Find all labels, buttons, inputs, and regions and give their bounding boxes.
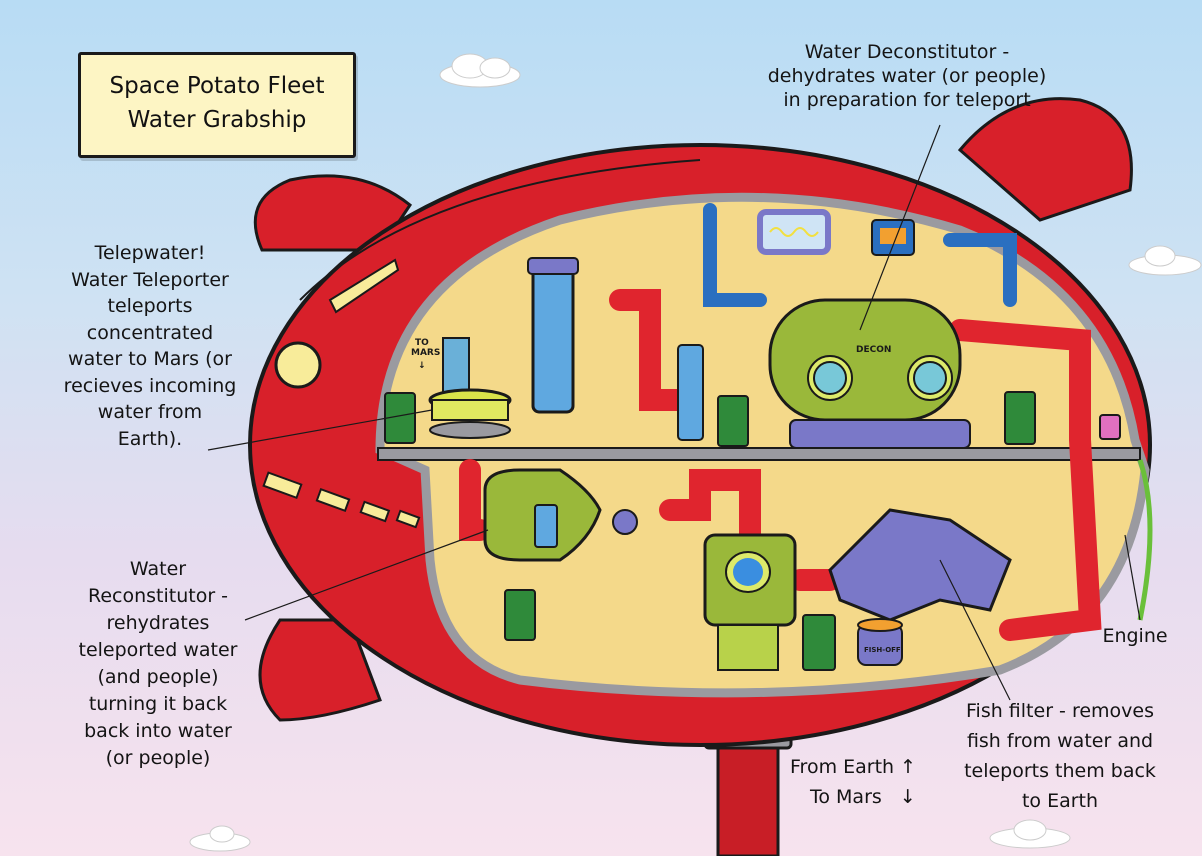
label-teleporter-line: Telepwater! [94,242,206,264]
label-reconstitutor-line: rehydrates [106,612,210,634]
label-reconstitutor-line: Reconstitutor - [87,585,229,607]
label-water-teleporter: Telepwater! Water Teleporter teleports c… [40,240,260,452]
to-mars-sign: TO MARS ↓ [411,338,440,371]
to-mars-sign-line-2: MARS [411,348,440,358]
label-reconstitutor-line: (and people) [97,666,219,688]
label-fish-filter-line: to Earth [1021,790,1099,812]
arrow-up-icon: ↑ [900,756,917,778]
label-engine: Engine [1102,625,1168,647]
label-reconstitutor-line: teleported water [78,639,238,661]
cloud [439,53,521,88]
fish-off-bucket: FISH-OFF [857,618,903,666]
label-deconstitutor-line: Water Deconstitutor - [804,41,1010,63]
wheelie-bin [384,391,1036,671]
hull-fin-bottom-left [258,618,382,722]
title-box: Space Potato Fleet Water Grabship [78,52,356,158]
label-teleporter-line: water from [97,401,203,423]
reconstitutor-tank [483,468,638,562]
label-to-mars: To Mars [810,786,882,808]
deconstitutor-tank: DECON [768,298,971,449]
cloud [989,819,1071,849]
label-teleporter-line: water to Mars (or [68,348,232,370]
label-reconstitutor-line: Water [129,558,187,580]
label-direction: From Earth ↑ To Mars ↓ [790,752,930,812]
to-mars-sign-arrow: ↓ [418,361,426,371]
cloud [1128,245,1202,276]
leader-lines [207,124,1141,701]
label-teleporter-line: recieves incoming [63,374,237,397]
support-pole [716,733,780,856]
water-teleporter [428,337,512,439]
label-water-reconstitutor: Water Reconstitutor - rehydrates telepor… [58,556,258,772]
cloud [189,825,251,852]
decon-label: DECON [856,345,891,355]
label-water-deconstitutor: Water Deconstitutor - dehydrates water (… [762,40,1052,112]
hull-window-slot [328,258,400,314]
hull-fin-top-right [957,97,1133,222]
fish-off-label: FISH-OFF [864,646,901,654]
label-fish-filter: Fish filter - removes fish from water an… [940,696,1180,816]
label-deconstitutor-line: in preparation for teleport [783,89,1031,111]
fish-filter-machine [828,508,1012,622]
label-fish-filter-line: fish from water and [966,730,1154,752]
label-reconstitutor-line: (or people) [105,747,211,769]
hull-landing-lights [262,471,421,529]
red-pipe-system [459,289,1102,641]
label-reconstitutor-line: back into water [84,720,232,742]
label-reconstitutor-line: turning it back [88,693,228,715]
label-teleporter-line: Water Teleporter [71,268,229,291]
label-fish-filter-line: Fish filter - removes [966,700,1154,722]
hull-fin-top-left [253,174,413,252]
label-teleporter-line: Earth). [117,427,183,450]
distiller-column [527,257,704,441]
middle-deck [377,447,1141,461]
engine-unit [1099,414,1153,621]
label-deconstitutor-line: dehydrates water (or people) [767,65,1047,87]
title-line-1: Space Potato Fleet [109,73,325,99]
title-line-2: Water Grabship [127,107,307,133]
blue-pipe-system [703,203,1017,307]
hull-porthole [274,341,322,389]
pump-machine [703,533,797,671]
label-from-earth: From Earth [790,756,895,778]
label-fish-filter-line: teleports them back [964,760,1156,782]
arrow-down-icon: ↓ [899,786,916,808]
label-teleporter-line: teleports [107,295,193,317]
label-teleporter-line: concentrated [86,321,214,344]
to-mars-sign-line-1: TO [415,338,429,348]
